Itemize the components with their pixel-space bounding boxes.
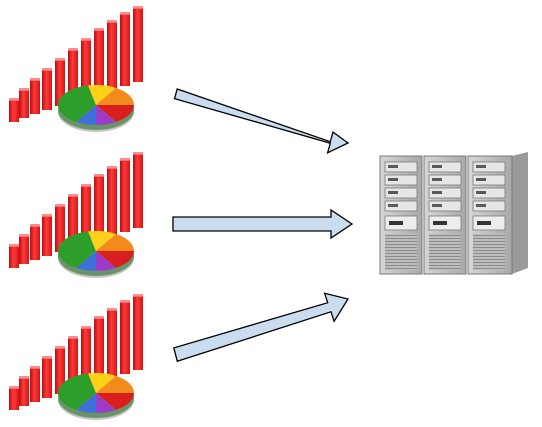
arrow-right-icon: [173, 88, 350, 155]
server-rack-icon: [379, 152, 528, 275]
arrow-right-icon: [172, 208, 354, 240]
arrow-right-icon: [173, 292, 350, 363]
